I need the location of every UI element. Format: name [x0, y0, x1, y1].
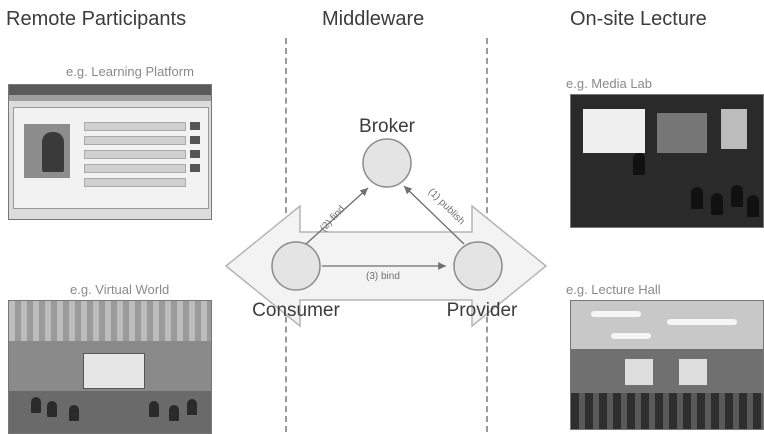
- lecture-hall-photo: [570, 300, 764, 430]
- find-edge-label: (2) find: [318, 204, 347, 234]
- provider-label: Provider: [447, 300, 518, 321]
- publish-edge: [403, 185, 465, 245]
- on-site-lecture-heading: On-site Lecture: [570, 8, 707, 30]
- find-edge: [305, 187, 369, 245]
- consumer-label: Consumer: [252, 300, 340, 321]
- broker-label: Broker: [359, 116, 416, 137]
- provider-node: [453, 241, 503, 291]
- broker-node: [362, 138, 412, 188]
- virtual-world-caption: e.g. Virtual World: [70, 282, 170, 297]
- middleware-heading: Middleware: [322, 8, 425, 30]
- remote-participants-heading: Remote Participants: [6, 8, 187, 30]
- bind-edge-label: (3) bind: [366, 271, 400, 282]
- lecture-hall-caption: e.g. Lecture Hall: [566, 282, 661, 297]
- learning-platform-screenshot: [8, 84, 212, 220]
- virtual-world-screenshot: [8, 300, 212, 434]
- media-lab-photo: [570, 94, 764, 228]
- publish-edge-label: (1) publish: [426, 186, 467, 227]
- consumer-node: [271, 241, 321, 291]
- media-lab-caption: e.g. Media Lab: [566, 76, 653, 91]
- learning-platform-caption: e.g. Learning Platform: [66, 64, 194, 79]
